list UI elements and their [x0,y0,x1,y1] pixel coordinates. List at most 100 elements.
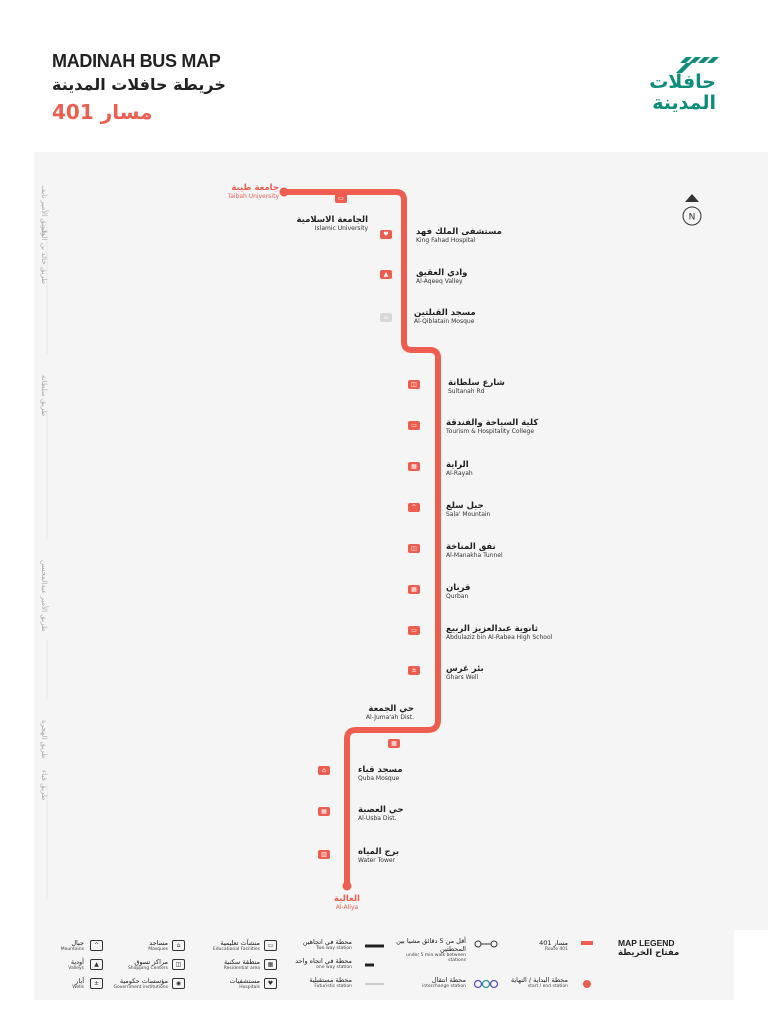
logo-text-top: حافلات [649,71,716,93]
end-station-dot [342,881,352,891]
shopping-icon: ◫ [172,959,185,970]
tower-icon: ▥ [318,850,330,859]
legend-valleys: أودية Valleys [44,958,84,971]
station-king-fahad-hospital[interactable]: مستشفى الملك فهد King Fahad Hospital [416,227,502,244]
station-water-tower[interactable]: برج المياه Water Tower [358,847,399,864]
legend-start-end: محطة البداية / النهاية start / end stati… [498,976,568,989]
legend-item-ar: محطة في اتجاه واحد [295,957,352,965]
station-name-en: Islamic University [314,225,368,232]
legend-item-en: under 5 min walk between stations [405,953,466,963]
station-name-en: Al-Rayah [446,470,473,477]
legend-item-en: Residential area [223,966,260,971]
station-name-ar: جبل سلع [446,501,484,511]
station-name-ar: وادي العقيق [416,268,468,278]
legend-item-ar: منشآت تعليمية [220,939,260,947]
station-islamic-university[interactable]: الجامعة الاسلامية Islamic University [290,215,368,232]
station-qurban[interactable]: قربان Qurban [446,583,471,600]
well-icon: ± [90,978,103,989]
legend-title: MAP LEGEND مفتاح الخريطة [618,938,708,958]
station-al-jumaah-dist[interactable]: حي الجمعة Al-Juma'ah Dist. [354,704,414,721]
map-title-ar: خريطة حافلات المدينة [52,75,226,94]
legend-item-en: Government institutions [113,985,168,990]
madinah-buses-logo-icon [676,57,719,73]
legend-item-ar: مؤسسات حكومية [119,977,168,985]
mosque-icon: ⌂ [172,940,185,951]
station-name-ar: جامعة طيبة [231,183,279,193]
legend-mosques: مساجد Mosques [112,939,168,952]
start-station-dot [279,187,289,197]
legend-hospitals: مستشفيات Hospitals [200,977,260,990]
mosque-icon: ⌂ [318,766,330,775]
legend-shopping: مراكز تسوق Shopping Centers [112,958,168,971]
route-title: مسار 401 [52,100,153,124]
logo-text-bottom: المدينة [652,92,716,114]
street-label: طريق الهجرة [40,720,48,759]
well-icon: ± [408,666,420,675]
station-name-ar: شارع سلطانة [448,378,505,388]
street-label: طريق الأمير نايف [40,185,48,236]
station-al-rayah[interactable]: الراية Al-Rayah [446,460,473,477]
station-quba-mosque[interactable]: مسجد قباء Quba Mosque [358,765,402,782]
legend-item-en: one way station [316,965,352,970]
legend-item-ar: مراكز تسوق [134,958,168,966]
station-name-ar: حي العصبة [358,805,404,815]
station-name-en: Al-Aqeeq Valley [416,278,463,285]
station-al-aliya[interactable]: العالية Al-Aliya [322,894,372,911]
valley-icon: ▲ [380,270,392,279]
legend-mountains: جبال Mountains [44,939,84,952]
hospital-icon: ♥ [264,978,277,989]
station-name-ar: حي الجمعة [368,704,414,714]
legend-item-ar: محطة مستقبلية [309,976,352,984]
station-tourism-hospitality-college[interactable]: كلية السياحة والفندقة Tourism & Hospital… [446,418,538,435]
station-name-en: Taibah University [227,193,279,200]
station-name-ar: قربان [446,583,471,593]
legend-item-ar: منطقة سكنية [223,958,260,966]
station-name-ar: العالية [334,894,360,904]
station-name-en: Al-Manakha Tunnel [446,552,503,559]
station-al-manakha-tunnel[interactable]: نفق المناخة Al-Manakha Tunnel [446,542,516,559]
station-name-ar: مسجد القبلتين [414,308,476,318]
legend-item-ar: جبال [71,939,84,947]
station-name-ar: برج المياه [358,847,400,857]
legend-interchange: محطة انتقال interchange station [406,976,466,989]
legend-item-ar: محطة انتقال [431,976,466,984]
station-name-ar: الجامعة الاسلامية [296,215,368,225]
station-sala-mountain[interactable]: جبل سلع Sala' Mountain [446,501,490,518]
legend-title-en: MAP LEGEND [618,938,675,948]
station-name-en: Abdulaziz bin Al-Rabea High School [446,634,553,641]
station-al-usba-dist[interactable]: حي العصبة Al-Usba Dist. [358,805,404,822]
station-name-en: Al-Aliya [335,904,359,911]
legend-item-ar: أقل من 5 دقائق مشيا بين المحطتين [396,937,466,953]
hospital-icon: ♥ [380,230,392,239]
shopping-icon: ◫ [408,544,420,553]
legend-item-ar: محطة في اتجاهين [302,938,352,946]
street-label: طريق سلطانة [40,375,48,417]
legend-item-ar: مسار 401 [539,939,568,947]
legend-item-en: Educational Facilities [212,947,260,952]
legend-item-ar: أودية [70,958,84,966]
shopping-icon: ◫ [408,380,420,389]
station-name-en: Sultanah Rd [448,388,485,395]
station-sultanah-rd[interactable]: شارع سلطانة Sultanah Rd [448,378,505,395]
station-ghars-well[interactable]: بئر غرس Ghars Well [446,664,484,681]
legend-future: محطة مستقبلية Futuristic station [292,976,352,989]
station-name-en: Quba Mosque [358,775,400,782]
legend-item-en: Hospitals [239,985,260,990]
station-taibah-university[interactable]: جامعة طيبة Taibah University [215,183,279,200]
station-abdulaziz-high-school[interactable]: ثانوية عبدالعزيز الربيع Abdulaziz bin Al… [446,624,556,641]
mountain-icon: ^ [90,940,103,951]
residential-icon: ▦ [388,739,400,748]
street-label: طريق الأمير عبدالمحسن [40,560,48,632]
compass-label: N [689,213,696,223]
street-label: طريق قباء [40,770,48,801]
station-name-ar: ثانوية عبدالعزيز الربيع [446,624,538,634]
station-al-aqeeq-valley[interactable]: وادي العقيق Al-Aqeeq Valley [416,268,467,285]
residential-icon: ▦ [408,585,420,594]
legend-item-en: Two way station [316,946,352,951]
station-al-qiblatain-mosque[interactable]: مسجد القبلتين Al-Qiblatain Mosque [414,308,476,325]
legend-item-ar: محطة البداية / النهاية [510,976,568,984]
education-icon: ▭ [408,626,420,635]
station-name-ar: الراية [446,460,469,470]
